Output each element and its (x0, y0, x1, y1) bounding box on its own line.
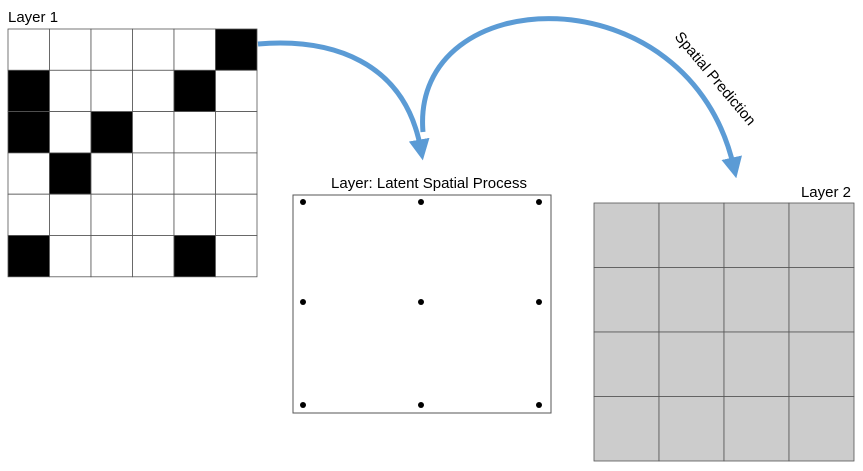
layer1-cell-empty (49, 69, 92, 113)
layer2-cell (723, 396, 790, 462)
layer1-cell-empty (173, 193, 216, 236)
layer1-cell-empty (173, 28, 216, 71)
layer1-cell-empty (173, 152, 216, 195)
layer2-cell (658, 267, 725, 333)
layer1-grid (7, 28, 258, 278)
layer1-cell-empty (132, 69, 175, 113)
layer2-cell (593, 331, 660, 397)
layer2-cell (658, 331, 725, 397)
layer1-cell-empty (132, 193, 175, 236)
layer1-cell-filled (7, 69, 50, 113)
latent-point (536, 299, 542, 305)
latent-layer-label: Layer: Latent Spatial Process (331, 175, 527, 192)
layer2-cell (593, 202, 660, 268)
layer1-cell-filled (90, 111, 133, 154)
latent-point (300, 402, 306, 408)
layer2-label: Layer 2 (801, 184, 851, 201)
layer2-cell (658, 396, 725, 462)
layer1-cell-empty (132, 235, 175, 278)
latent-point (300, 299, 306, 305)
layer1-cell-empty (215, 152, 258, 195)
arrow-latent-to-layer2 (420, 16, 742, 179)
layer1-cell-filled (7, 235, 50, 278)
arrow-layer1-to-latent (257, 40, 430, 161)
layer1-cell-filled (173, 235, 216, 278)
layer1-cell-empty (215, 235, 258, 278)
layer1-cell-empty (90, 193, 133, 236)
latent-point (536, 402, 542, 408)
layer1-label: Layer 1 (8, 9, 58, 26)
layer2-cell (788, 396, 855, 462)
latent-point (418, 402, 424, 408)
layer1-cell-empty (49, 111, 92, 154)
layer1-cell-empty (7, 193, 50, 236)
latent-point (536, 199, 542, 205)
layer1-cell-filled (215, 28, 258, 71)
layer1-cell-empty (90, 152, 133, 195)
layer2-cell (723, 267, 790, 333)
layer1-cell-empty (49, 193, 92, 236)
layer2-cell (788, 331, 855, 397)
layer1-cell-empty (215, 111, 258, 154)
layer2-cell (593, 396, 660, 462)
layer1-cell-empty (49, 235, 92, 278)
layer1-cell-empty (49, 28, 92, 71)
layer1-cell-filled (49, 152, 92, 195)
layer2-grid (593, 202, 855, 462)
latent-point (418, 199, 424, 205)
layer2-cell (658, 202, 725, 268)
layer1-cell-empty (90, 235, 133, 278)
layer2-cell (788, 202, 855, 268)
latent-points (300, 199, 542, 408)
layer1-cell-filled (7, 111, 50, 154)
layer2-cell (723, 331, 790, 397)
layer1-cell-empty (132, 111, 175, 154)
layer2-cell (723, 202, 790, 268)
layer2-cell (788, 267, 855, 333)
layer1-cell-empty (90, 69, 133, 113)
layer1-cell-empty (173, 111, 216, 154)
layer1-cell-empty (7, 152, 50, 195)
latent-point (418, 299, 424, 305)
layer1-cell-empty (90, 28, 133, 71)
layer1-cell-empty (215, 69, 258, 113)
layer1-cell-filled (173, 69, 216, 113)
layer1-cell-empty (215, 193, 258, 236)
layer2-cell (593, 267, 660, 333)
latent-point (300, 199, 306, 205)
layer1-cell-empty (132, 152, 175, 195)
layer1-cell-empty (132, 28, 175, 71)
layer1-cell-empty (7, 28, 50, 71)
